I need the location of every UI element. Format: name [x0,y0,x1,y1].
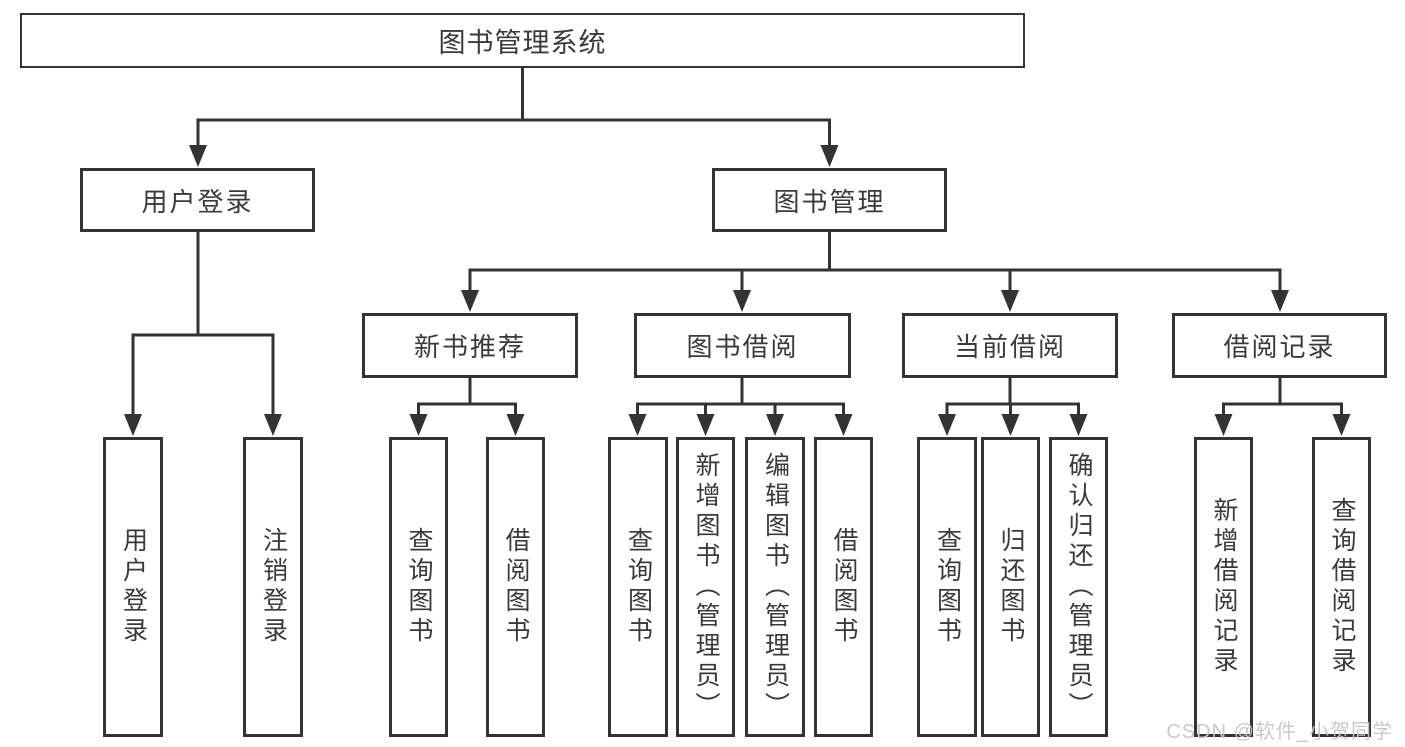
leaf-return-books: 归还图书 [981,437,1040,737]
leaf-borrow-books-recommend: 借阅图书 [486,437,545,737]
node-label: 归还图书 [997,527,1025,647]
node-label: 查询借阅记录 [1328,497,1356,677]
node-borrow-records: 借阅记录 [1172,313,1387,378]
node-label: 查询图书 [405,527,433,647]
node-label: 借阅图书 [502,527,530,647]
node-label: 用户登录 [119,527,148,647]
node-label: 借阅记录 [1223,332,1336,362]
node-book-borrow: 图书借阅 [634,313,851,378]
leaf-add-borrow-record: 新增借阅记录 [1194,437,1253,737]
leaf-query-books-current: 查询图书 [917,437,977,737]
leaf-query-books-recommend: 查询图书 [389,437,448,737]
leaf-edit-books-admin: 编辑图书（管理员） [745,437,805,737]
node-label: 新增借阅记录 [1210,497,1238,677]
node-book-management: 图书管理 [712,168,947,232]
node-current-borrow: 当前借阅 [902,313,1118,378]
node-label: 注销登录 [259,527,288,647]
node-label: 新书推荐 [413,332,526,362]
node-label: 当前借阅 [953,332,1066,362]
node-label: 编辑图书（管理员） [761,452,790,722]
leaf-logout-login: 注销登录 [243,437,303,737]
node-label: 图书借阅 [686,332,799,362]
node-label: 图书管理 [773,186,886,217]
node-label: 查询图书 [624,527,653,647]
leaf-add-books-admin: 新增图书（管理员） [676,437,735,737]
node-user-login: 用户登录 [80,168,315,232]
leaf-borrow-books: 借阅图书 [814,437,873,737]
connector-paths [131,68,1343,416]
node-label: 用户登录 [141,186,254,217]
node-new-book-recommend: 新书推荐 [362,313,578,378]
leaf-query-borrow-record: 查询借阅记录 [1312,437,1371,737]
node-label: 借阅图书 [830,527,858,647]
node-library-management-system: 图书管理系统 [20,13,1025,68]
csdn-watermark: CSDN @软件_小贺同学 [1166,721,1393,743]
leaf-query-books-borrow: 查询图书 [608,437,668,737]
node-label: 图书管理系统 [438,28,607,58]
connector-arrowheads [124,145,1351,436]
leaf-confirm-return-admin: 确认归还（管理员） [1049,437,1108,737]
node-label: 确认归还（管理员） [1065,452,1093,722]
leaf-user-login: 用户登录 [103,437,163,737]
node-label: 查询图书 [933,527,962,647]
node-label: 新增图书（管理员） [692,452,720,722]
